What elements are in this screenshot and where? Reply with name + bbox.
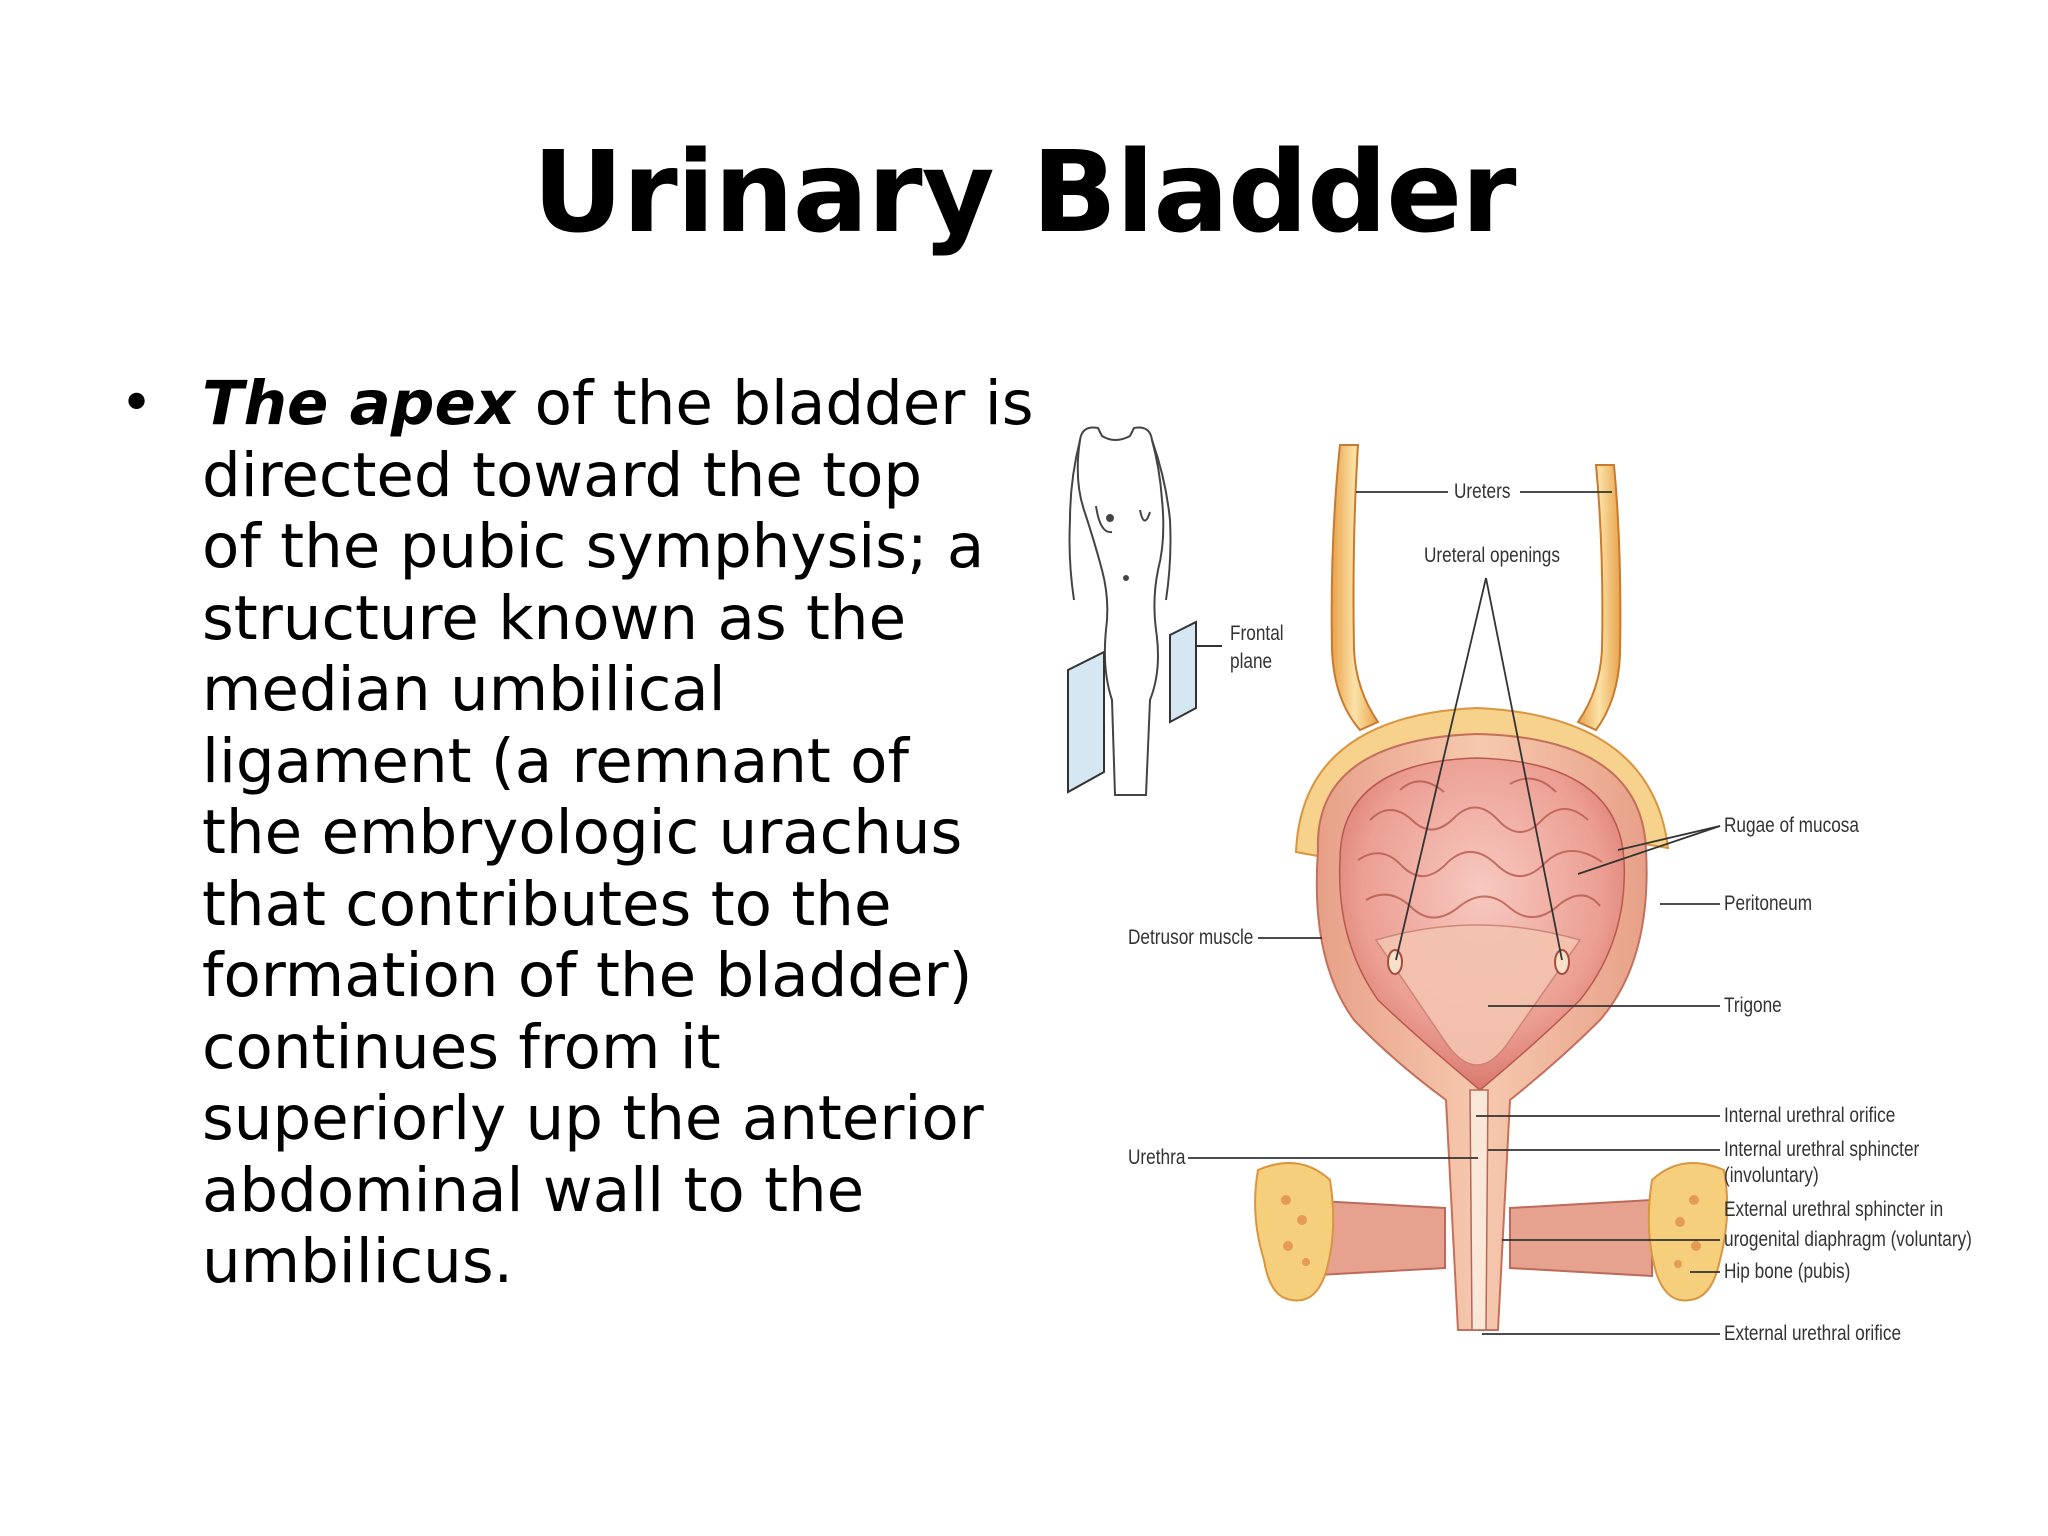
label-peritoneum: Peritoneum [1724,892,1813,915]
bladder-anatomy-figure: Ureters Ureteral openings Frontal plane … [1040,400,2000,1360]
bullet-line: median umbilical [202,654,726,725]
bullet-line-text: of the bladder is [515,368,1034,439]
bullet-line: the embryologic urachus [202,797,963,868]
right-ureter [1576,464,1622,732]
bullet-dot: • [120,371,154,436]
hip-bone-left [1254,1161,1335,1302]
bullet-line: The apex of the bladder is [202,368,1034,440]
bullet-line: continues from it [202,1011,721,1083]
label-external-sphincter: External urethral sphincter in [1724,1198,1944,1221]
bullet-line: abdominal wall to the [202,1154,865,1226]
right-ureteral-opening [1554,949,1570,975]
bullet-emphasis: The apex [202,368,516,439]
bullet-line: structure known as the [202,582,907,654]
bullet-line: umbilicus. [202,1226,514,1297]
bullet-line: that contributes to the [202,868,892,940]
bullet-line: superiorly up the anterior [202,1083,984,1154]
bullet-line: ligament (a remnant of [202,725,909,797]
label-external-urethral-orifice: External urethral orifice [1724,1322,1902,1345]
left-ureteral-opening [1387,949,1403,975]
label-ureteral-openings: Ureteral openings [1424,544,1560,567]
slide-title: Urinary Bladder [532,128,1517,258]
frontal-plane-right [1169,620,1197,724]
bladder-illustration [1067,426,1729,1335]
bullet-line: formation of the bladder) [202,940,973,1011]
bullet-line: directed toward the top [202,439,923,511]
label-external-sphincter: urogenital diaphragm (voluntary) [1724,1228,1972,1251]
label-frontal-plane: plane [1230,650,1273,673]
label-detrusor-muscle: Detrusor muscle [1128,926,1254,949]
hip-bone-right [1647,1161,1729,1302]
torso-sketch [1068,426,1172,796]
label-hip-bone: Hip bone (pubis) [1724,1260,1851,1283]
label-frontal-plane: Frontal [1230,622,1284,645]
left-ureter [1330,444,1380,732]
urethra-channel [1469,1089,1489,1331]
frontal-plane-left [1067,650,1105,794]
bullet-line: of the pubic symphysis; a [202,511,985,582]
label-internal-urethral-orifice: Internal urethral orifice [1724,1104,1896,1127]
label-internal-sphincter: Internal urethral sphincter [1724,1138,1920,1161]
rugae-folds [1357,777,1603,919]
leader-lines [1188,491,1721,1335]
bladder-lumen [1338,757,1626,1091]
label-urethra: Urethra [1128,1146,1186,1169]
label-ureters: Ureters [1454,480,1511,503]
trigone [1374,924,1582,1066]
label-internal-sphincter: (involuntary) [1724,1164,1819,1187]
label-trigone: Trigone [1724,994,1782,1017]
bullet-text: The apex of the bladder is directed towa… [202,368,1034,1298]
label-rugae: Rugae of mucosa [1724,814,1859,837]
